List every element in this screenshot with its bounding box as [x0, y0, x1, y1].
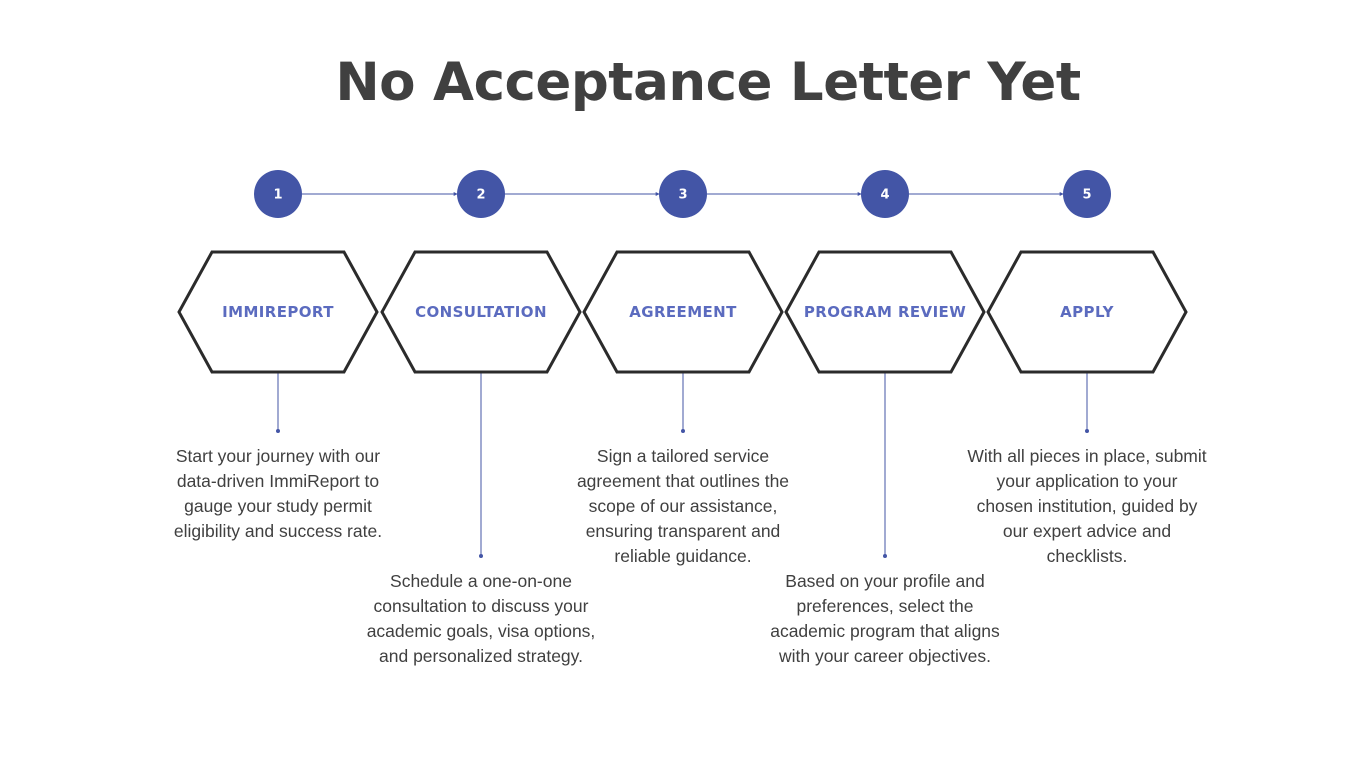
step-description-2: Schedule a one-on-one consultation to di… — [366, 571, 596, 666]
leader-dot-3 — [681, 429, 685, 433]
step-label-2: CONSULTATION — [415, 303, 547, 321]
leader-dot-4 — [883, 554, 887, 558]
page-title: No Acceptance Letter Yet — [335, 52, 1081, 113]
step-hexagon-2 — [380, 250, 582, 374]
step-hexagons: IMMIREPORT CONSULTATION AGREEMENT PROGRAM R… — [177, 250, 1188, 374]
leader-dot-1 — [276, 429, 280, 433]
step-number-2: 2 — [476, 188, 485, 203]
step-number-5: 5 — [1082, 188, 1091, 203]
step-circle-1 — [254, 170, 302, 218]
step-label-4: PROGRAM REVIEW — [804, 303, 966, 321]
step-number-circles: 1 2 3 4 5 — [254, 170, 1111, 218]
step-circle-2 — [457, 170, 505, 218]
step-description-3: Sign a tailored service agreement that o… — [576, 446, 790, 566]
step-hexagon-1 — [177, 250, 379, 374]
step-number-1: 1 — [273, 188, 282, 203]
description-leader-lines — [276, 372, 1089, 558]
step-number-4: 4 — [880, 188, 889, 203]
step-hexagon-3 — [582, 250, 784, 374]
step-label-3: AGREEMENT — [629, 303, 737, 321]
step-label-5: APPLY — [1060, 303, 1114, 321]
step-description-1: Start your journey with our data-driven … — [173, 446, 383, 541]
step-circle-3 — [659, 170, 707, 218]
step-circle-4 — [861, 170, 909, 218]
leader-dot-5 — [1085, 429, 1089, 433]
step-hexagon-4 — [784, 250, 986, 374]
step-circle-5 — [1063, 170, 1111, 218]
leader-dot-2 — [479, 554, 483, 558]
step-description-4: Based on your profile and preferences, s… — [770, 571, 1000, 666]
step-label-1: IMMIREPORT — [222, 303, 334, 321]
step-number-3: 3 — [678, 188, 687, 203]
step-hexagon-5 — [986, 250, 1188, 374]
step-description-5: With all pieces in place, submit your ap… — [967, 446, 1207, 566]
